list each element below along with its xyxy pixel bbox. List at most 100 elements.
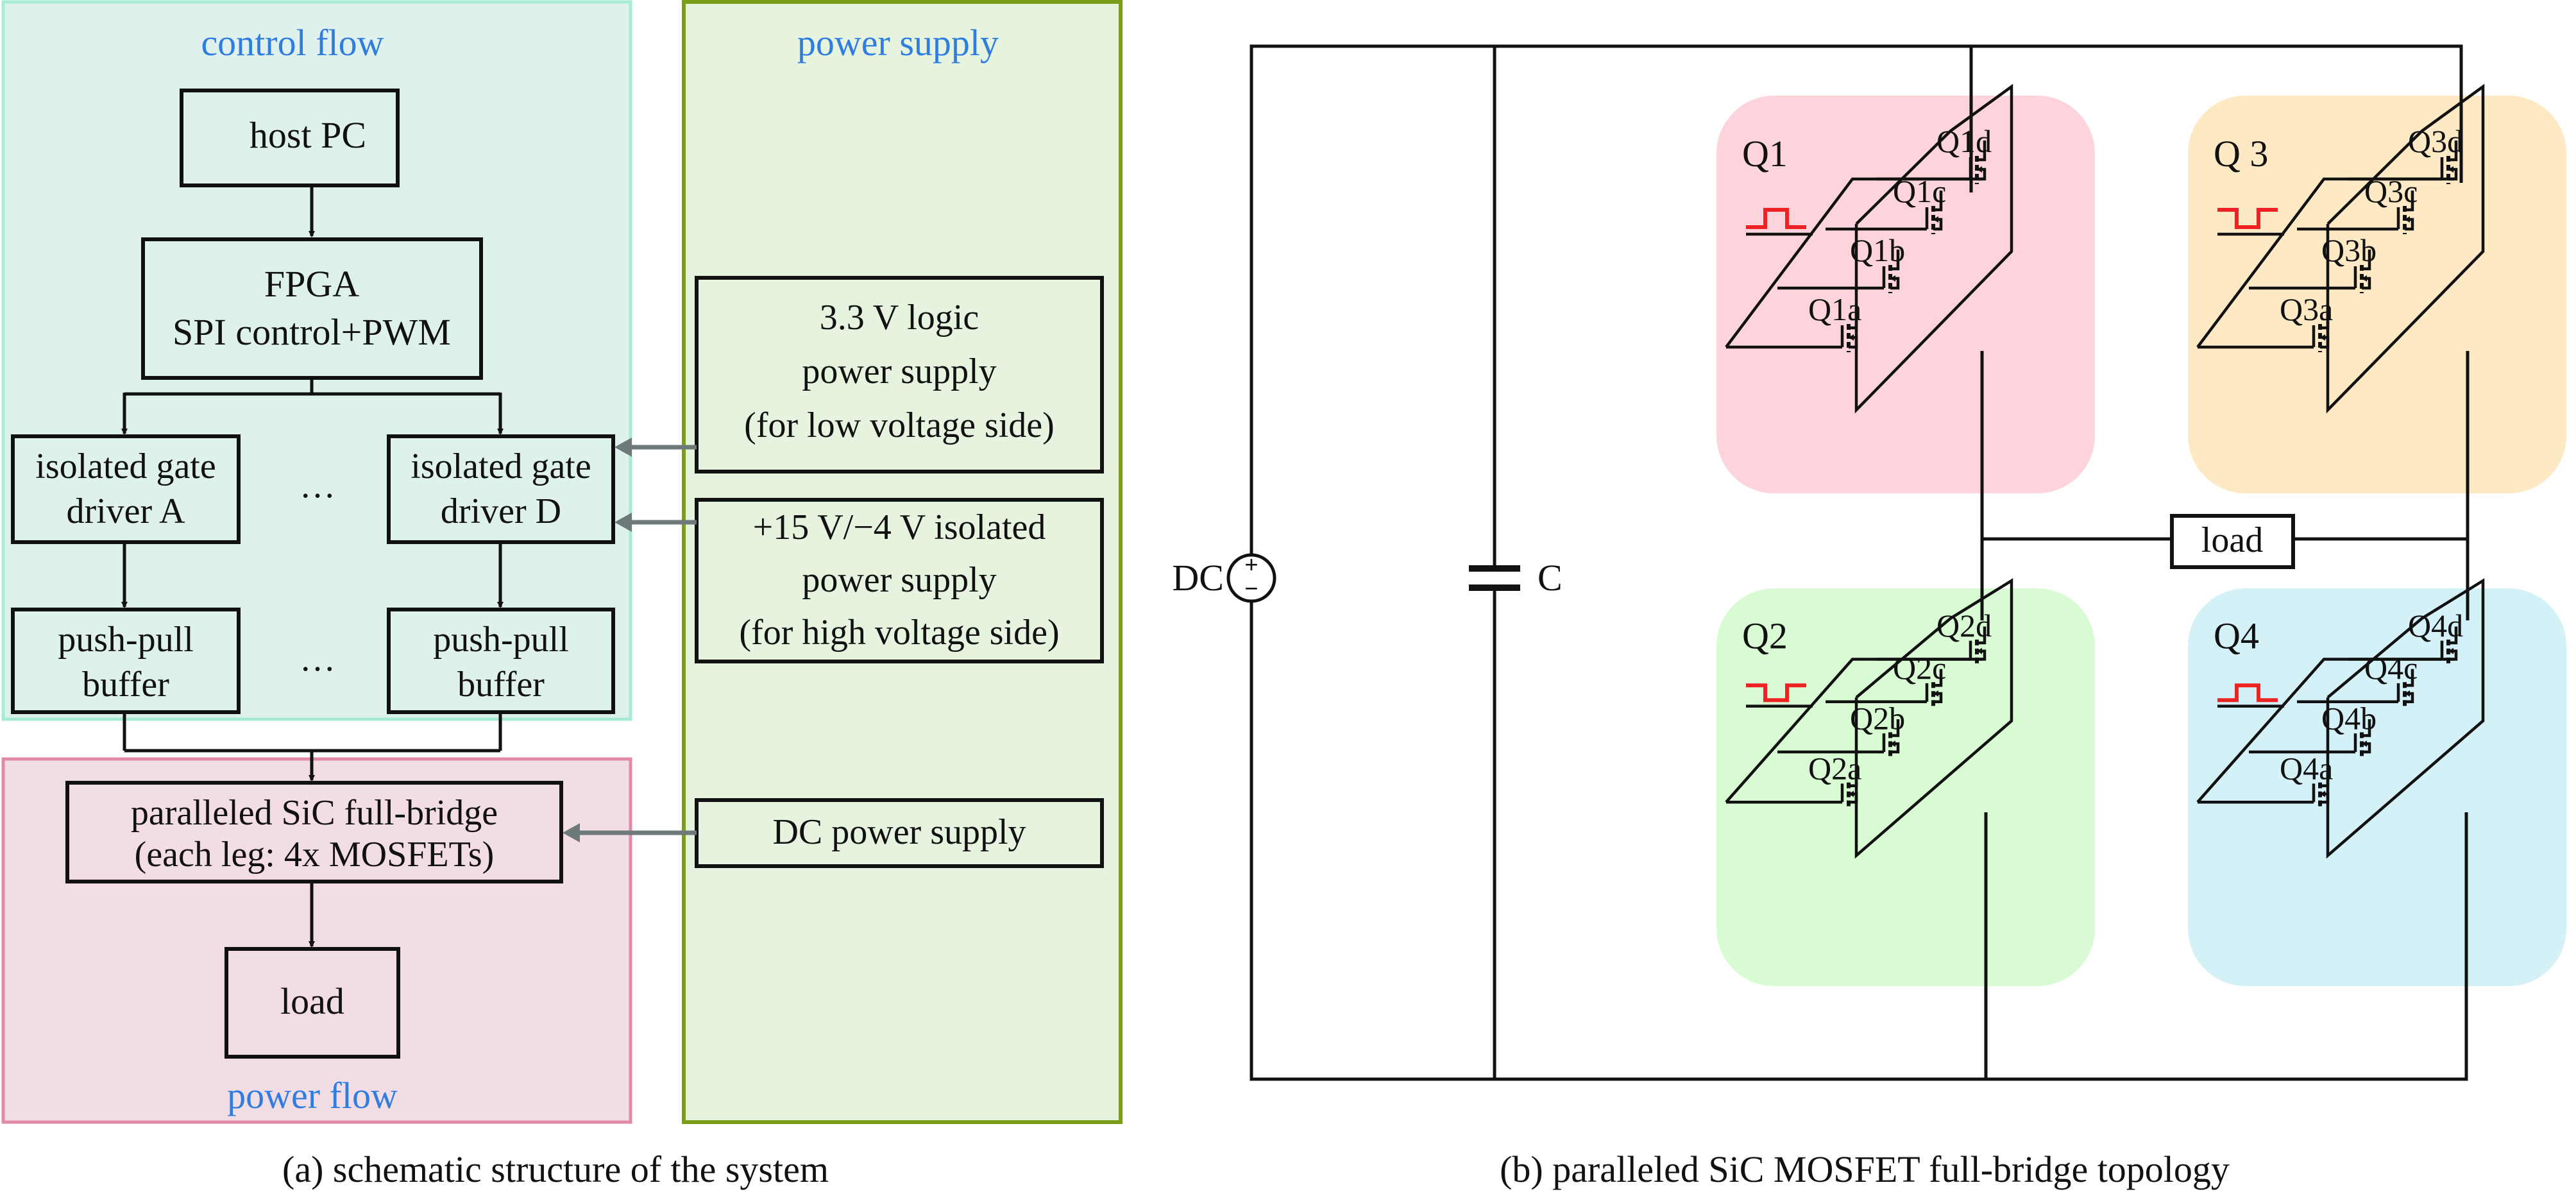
supply-connectors: [563, 438, 697, 842]
mosfet-q2b: Q2b: [1777, 700, 1905, 756]
capacitor: C: [1469, 557, 1563, 599]
mosfet-label: Q4d: [2408, 608, 2463, 644]
caption-a: (a) schematic structure of the system: [282, 1148, 829, 1190]
isolated-supply-line3: (for high voltage side): [739, 613, 1059, 652]
gate-pulse-high: [1746, 208, 1806, 229]
module-q4-background: [2188, 588, 2566, 986]
capacitor-label: C: [1538, 557, 1563, 599]
full-bridge-line2: (each leg: 4x MOSFETs): [135, 835, 495, 874]
mosfet-q1d: Q1d: [1877, 123, 1992, 184]
dc-supply-label: DC power supply: [772, 812, 1026, 852]
gate-pulse-low: [1746, 683, 1806, 703]
push-pull-buffer-d-block: push-pull buffer: [387, 608, 615, 714]
gate-driver-d-line2: driver D: [441, 491, 561, 531]
mosfet-q4d: Q4d: [2348, 608, 2463, 664]
sic-full-bridge-block: paralleled SiC full-bridge (each leg: 4x…: [65, 781, 563, 883]
buffer-d-line1: push-pull: [433, 620, 569, 660]
mosfet-q3d: Q3d: [2348, 123, 2463, 184]
logic-supply-block: 3.3 V logic power supply (for low voltag…: [695, 276, 1104, 473]
panel-a: control flow power supply power flow hos…: [1, 0, 1123, 1190]
gate-driver-a-line2: driver A: [66, 491, 185, 531]
full-bridge-line1: paralleled SiC full-bridge: [131, 793, 498, 833]
dc-supply-block: DC power supply: [695, 798, 1104, 868]
push-pull-buffer-a-block: push-pull buffer: [11, 608, 241, 714]
load-label-a: load: [280, 980, 344, 1022]
module-label: Q 3: [2214, 133, 2268, 175]
mosfet-q4a: Q4a: [2198, 751, 2333, 806]
power-bus: [2326, 83, 2485, 414]
mosfet-q2a: Q2a: [1726, 751, 1861, 806]
load-label-b: load: [2201, 520, 2263, 560]
mosfet-q3b: Q3b: [2249, 232, 2377, 293]
buffer-d-line2: buffer: [457, 665, 545, 704]
mosfet-label: Q4a: [2280, 751, 2333, 787]
host-pc-block: host PC: [180, 89, 400, 187]
mosfet-label: Q2a: [1808, 751, 1861, 787]
mosfet-q3a: Q3a: [2198, 291, 2333, 352]
module-q2-background: [1716, 588, 2095, 986]
control-flow-region: [1, 0, 632, 721]
fpga-title: FPGA: [264, 263, 359, 305]
gate-driver-a-line1: isolated gate: [35, 447, 216, 486]
module-q1-background: [1716, 96, 2095, 493]
isolated-supply-line2: power supply: [802, 560, 996, 600]
power-supply-region: [682, 0, 1123, 1124]
mosfet-q1a: Q1a: [1726, 291, 1861, 352]
buffer-a-line1: push-pull: [58, 620, 194, 660]
isolated-supply-line1: +15 V/−4 V isolated: [753, 507, 1046, 547]
logic-supply-line3: (for low voltage side): [744, 405, 1055, 445]
logic-supply-line1: 3.3 V logic: [820, 298, 979, 337]
fpga-block: FPGA SPI control+PWM: [141, 237, 483, 380]
module-label: Q4: [2214, 615, 2259, 657]
mosfet-label: Q3b: [2321, 232, 2377, 268]
mosfet-label: Q3a: [2280, 291, 2333, 327]
mosfet-q1b: Q1b: [1777, 232, 1905, 293]
mosfet-label: Q1a: [1808, 291, 1861, 327]
mosfet-label: Q2c: [1893, 650, 1946, 686]
logic-supply-line2: power supply: [802, 352, 996, 391]
power-flow-label: power flow: [227, 1075, 398, 1116]
buffer-a-line2: buffer: [82, 665, 169, 704]
power-bus: [1854, 83, 2013, 414]
isolated-supply-block: +15 V/−4 V isolated power supply (for hi…: [695, 498, 1104, 663]
module-q3-background: [2188, 96, 2566, 493]
power-bus: [2326, 578, 2485, 859]
module-label: Q2: [1742, 615, 1788, 657]
dc-bus: [1250, 44, 2470, 1081]
power-flow-region: [1, 757, 632, 1124]
mosfet-label: Q4c: [2364, 650, 2418, 686]
dc-source: + − DC: [1172, 552, 1276, 603]
control-connectors: [121, 185, 504, 948]
mosfet-label: Q3d: [2408, 123, 2463, 159]
buffer-ellipsis: …: [300, 639, 335, 679]
dc-source-plus: +: [1244, 552, 1258, 579]
mosfet-q4b: Q4b: [2249, 700, 2377, 756]
gate-pulse-low: [2217, 208, 2278, 229]
module-label: Q1: [1742, 133, 1788, 175]
caption-b: (b) paralleled SiC MOSFET full-bridge to…: [1500, 1148, 2230, 1190]
host-pc-label: host PC: [250, 114, 366, 156]
gate-driver-d-line1: isolated gate: [411, 447, 591, 486]
power-supply-label: power supply: [797, 22, 999, 64]
mosfet-label: Q1d: [1936, 123, 1992, 159]
mosfet-label: Q2b: [1850, 700, 1905, 736]
mosfet-label: Q1b: [1850, 232, 1905, 268]
mosfet-q2c: Q2c: [1826, 650, 1946, 706]
dc-source-label: DC: [1172, 557, 1224, 599]
fpga-subtitle: SPI control+PWM: [173, 311, 451, 353]
dc-source-minus: −: [1244, 576, 1258, 602]
load-block-b: load: [2170, 514, 2295, 569]
control-flow-label: control flow: [201, 22, 384, 64]
mosfet-label: Q2d: [1936, 608, 1992, 644]
gate-pulse-high: [2217, 683, 2278, 703]
mosfet-q4c: Q4c: [2297, 650, 2418, 706]
mosfet-label: Q4b: [2321, 700, 2377, 736]
power-bus: [1854, 578, 2013, 859]
mosfet-q2d: Q2d: [1877, 608, 1992, 664]
